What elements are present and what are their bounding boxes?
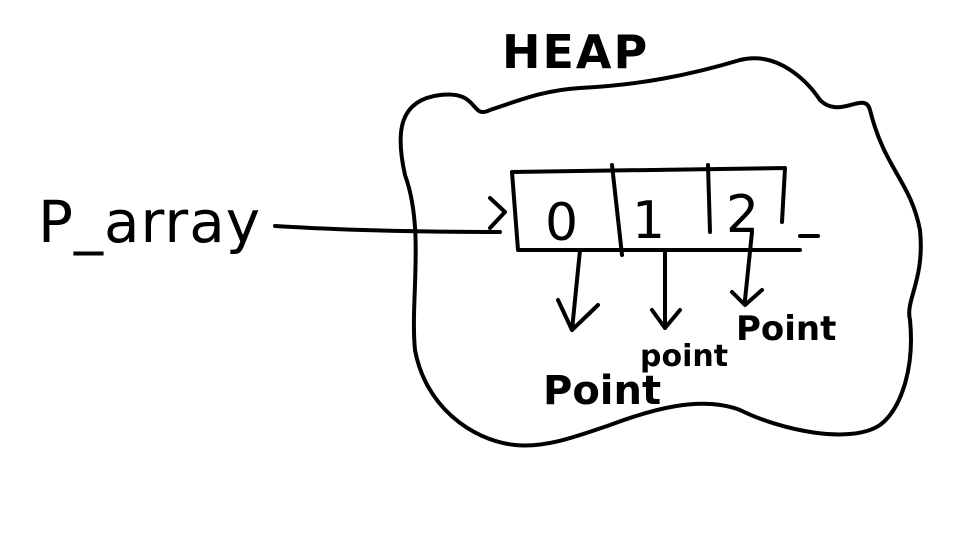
array-box: [510, 166, 820, 252]
cell-0-arrow: [556, 248, 600, 332]
array-cell-2: 2: [726, 185, 759, 245]
array-divider-1: [610, 163, 624, 257]
array-divider-2: [706, 163, 712, 234]
heap-region-outline: [398, 56, 923, 448]
array-cell-1: 1: [632, 191, 665, 251]
cell-1-arrow: [650, 248, 682, 330]
reference-arrow: [273, 224, 502, 234]
heap-title: HEAP: [502, 25, 649, 79]
target-point-0: Point: [543, 368, 661, 414]
target-point-2: Point: [736, 309, 836, 349]
target-point-1: point: [640, 339, 728, 374]
reference-arrowhead: [488, 196, 507, 230]
variable-label: P_array: [38, 188, 261, 256]
cell-2-arrow: [730, 230, 764, 307]
array-cell-0: 0: [545, 193, 578, 253]
